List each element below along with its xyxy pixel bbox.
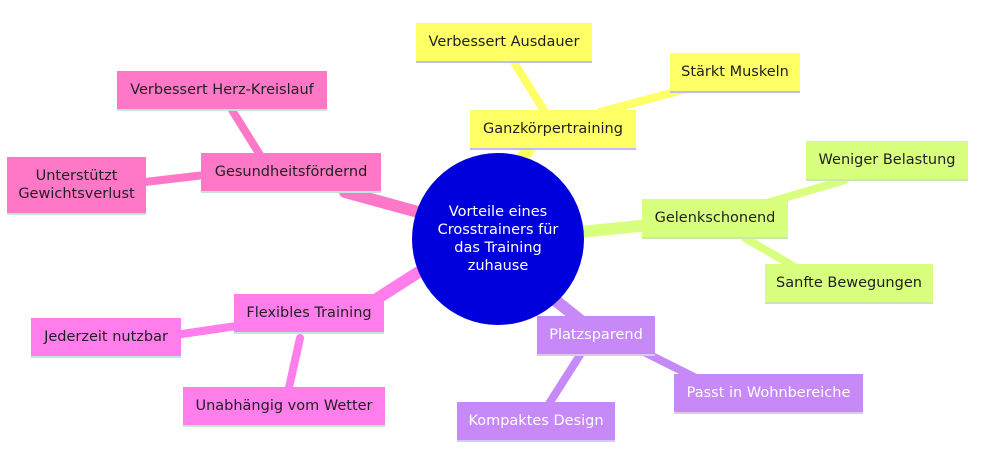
edge-root-gelenk [574, 219, 656, 238]
node-kompaktes-design: Kompaktes Design [457, 402, 615, 442]
node-weniger-belastung: Weniger Belastung [806, 141, 968, 181]
edge-root-gesund [339, 186, 424, 218]
central-topic: Vorteile eines Crosstrainers für das Tra… [412, 153, 584, 325]
node-verbessert-herz-kreislauf: Verbessert Herz-Kreislauf [117, 71, 327, 111]
node-passt-in-wohnbereiche: Passt in Wohnbereiche [674, 374, 863, 414]
edge-platz-kompakt [541, 351, 584, 414]
node-staerkt-muskeln: Stärkt Muskeln [670, 53, 800, 93]
node-gelenkschonend: Gelenkschonend [642, 199, 788, 239]
node-ganzkoerpertraining: Ganzkörpertraining [470, 110, 636, 150]
node-verbessert-ausdauer: Verbessert Ausdauer [416, 23, 592, 63]
node-jederzeit-nutzbar: Jederzeit nutzbar [31, 318, 181, 358]
node-unabhaengig-vom-wetter: Unabhängig vom Wetter [183, 387, 385, 427]
node-unterstuetzt-gewichtsverlust: Unterstützt Gewichtsverlust [7, 157, 146, 215]
node-sanfte-bewegungen: Sanfte Bewegungen [765, 264, 933, 304]
edge-ganzkoerper-ausdauer [511, 60, 549, 116]
node-platzsparend: Platzsparend [537, 316, 655, 356]
edge-gesund-gewicht [141, 171, 209, 186]
node-gesundheitsfoerdernd: Gesundheitsfördernd [201, 153, 381, 193]
node-flexibles-training: Flexibles Training [234, 294, 384, 334]
edge-flexibel-wetter [284, 334, 304, 396]
edge-gesund-herz [228, 106, 264, 159]
